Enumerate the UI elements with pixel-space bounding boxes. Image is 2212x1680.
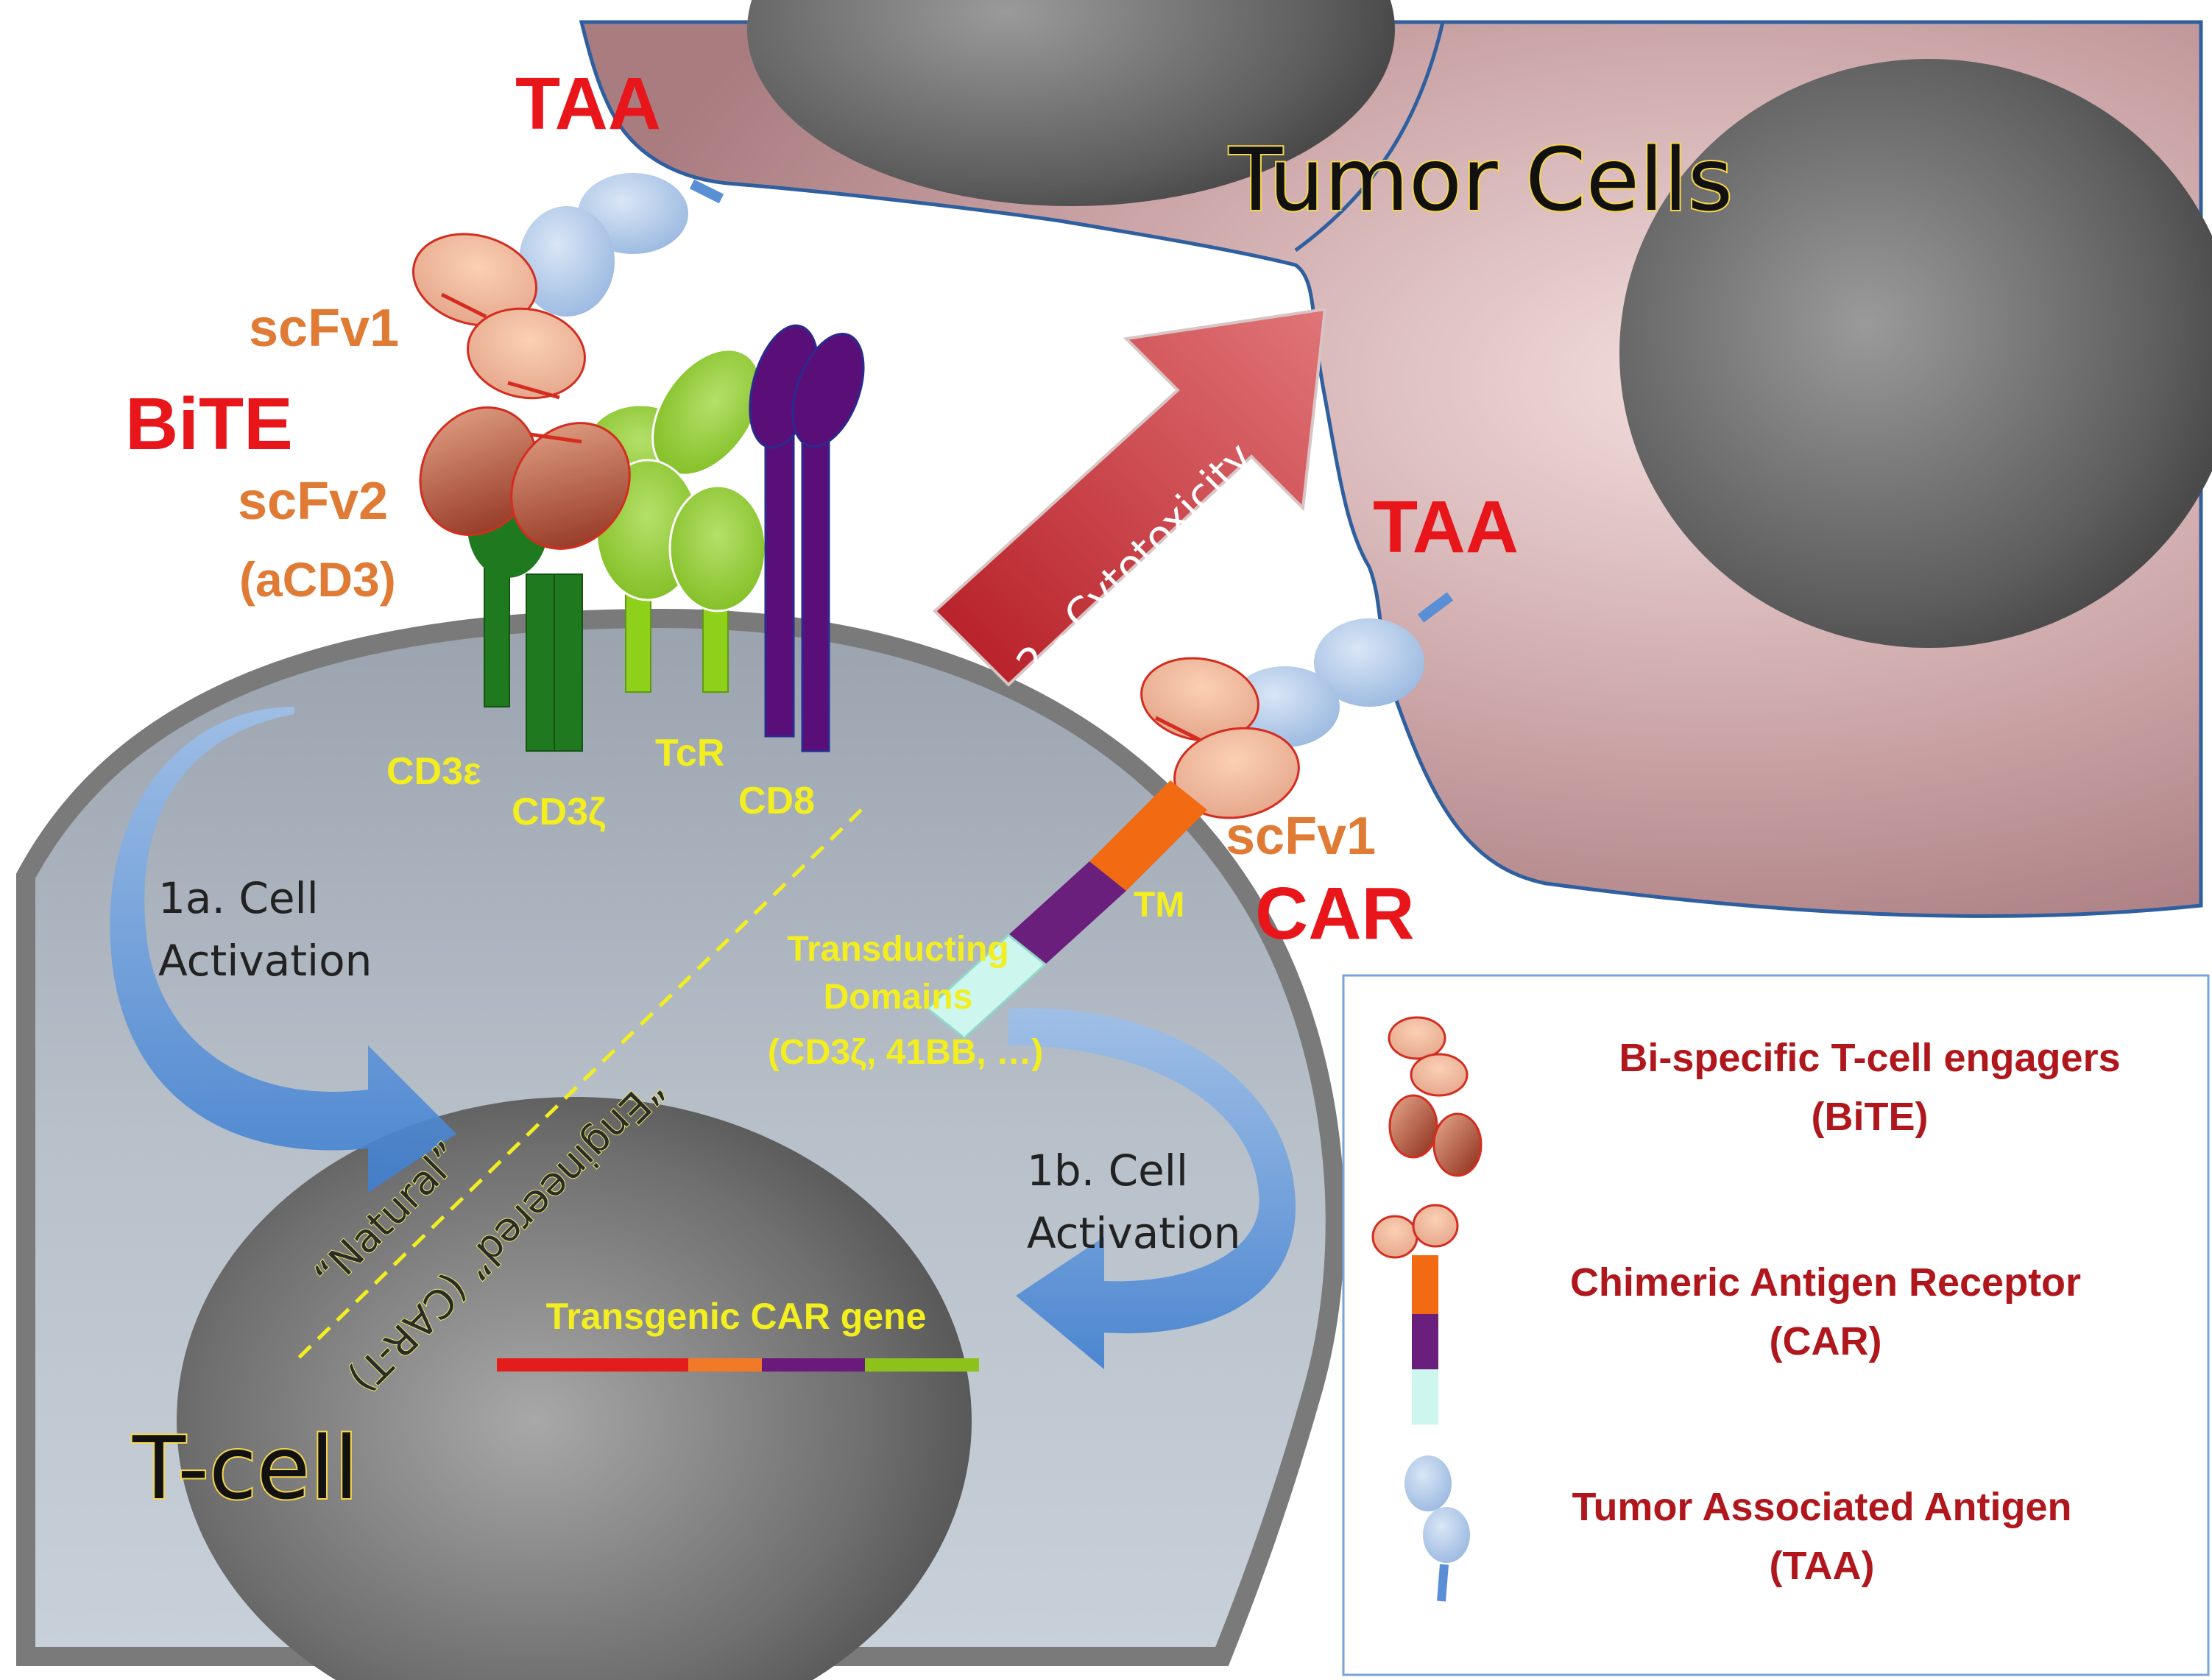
- legend-car-line2: (CAR): [1770, 1319, 1882, 1363]
- legend: Bi-specific T-cell engagers (BiTE) Chime…: [1342, 974, 2210, 1676]
- cytotoxicity-arrow: 2.- Cytotoxicity: [933, 307, 1327, 688]
- tm-label: TM: [1134, 886, 1184, 925]
- t-cell: [16, 608, 1345, 1680]
- tcr-label: TcR: [655, 732, 724, 774]
- scfv1-car-label: scFv1: [1226, 807, 1376, 866]
- legend-car-line1: Chimeric Antigen Receptor: [1570, 1260, 2081, 1305]
- tumor-nucleus-1: [747, 0, 1395, 206]
- bite-molecule: [411, 173, 724, 550]
- transgene-label: Transgenic CAR gene: [546, 1296, 927, 1337]
- cd3z-label: CD3ζ: [512, 791, 606, 833]
- scfv2-label: scFv2: [238, 472, 388, 531]
- cd8-label: CD8: [738, 780, 815, 822]
- legend-car-icon: [1371, 1204, 1459, 1425]
- transgene-bar: [497, 1358, 979, 1372]
- tumor-cell-divider: [1294, 21, 1445, 253]
- activation-1b-arrow: [1008, 1008, 1296, 1369]
- tumor-cells-label: Tumor Cells: [1229, 129, 1733, 230]
- legend-bite-line1: Bi-specific T-cell engagers: [1619, 1036, 2120, 1080]
- transducting-line2: Domains: [824, 978, 973, 1017]
- t-cell-nucleus: [177, 1097, 972, 1680]
- tumor-cell-group: [579, 0, 2212, 918]
- legend-bite-icon: [1388, 1016, 1483, 1177]
- scfv1-bite-label: scFv1: [249, 299, 399, 358]
- t-cell-label: T-cell: [132, 1417, 358, 1519]
- legend-bite-line2: (BiTE): [1812, 1095, 1929, 1139]
- activation-1b-line1: 1b. Cell: [1027, 1146, 1188, 1196]
- legend-taa-line1: Tumor Associated Antigen: [1572, 1485, 2071, 1529]
- acd3-label: (aCD3): [239, 552, 396, 607]
- activation-1b-line2: Activation: [1027, 1208, 1240, 1258]
- activation-1a-line1: 1a. Cell: [158, 873, 319, 923]
- taa-top-label: TAA: [515, 63, 661, 145]
- cd3e-label: CD3ε: [386, 750, 481, 793]
- bite-label: BiTE: [125, 383, 293, 465]
- car-label: CAR: [1255, 872, 1415, 955]
- legend-taa-icon: [1404, 1455, 1470, 1602]
- activation-1a-arrow: [110, 707, 456, 1193]
- transducting-line3: (CD3ζ, 41BB, …): [768, 1033, 1043, 1072]
- tumor-nucleus-2: [1619, 59, 2212, 648]
- cd8-receptor: [749, 324, 865, 752]
- legend-taa-line2: (TAA): [1770, 1544, 1875, 1588]
- activation-1a-line2: Activation: [158, 936, 372, 986]
- car-molecule: [925, 592, 1454, 1040]
- transducting-line1: Transducting: [787, 930, 1008, 969]
- taa-right-label: TAA: [1373, 486, 1519, 568]
